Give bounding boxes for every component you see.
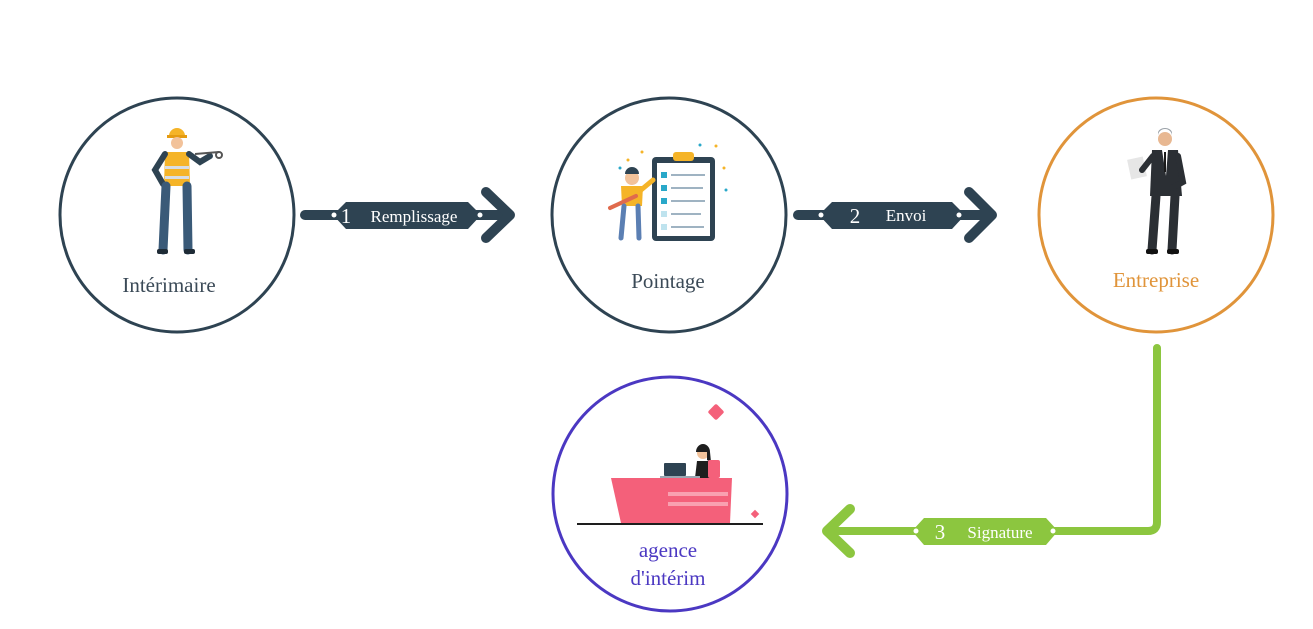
step-1-label: Remplissage [371, 207, 458, 226]
step-1-arrow-head [481, 187, 515, 243]
step-2-connector: 2 Envoi [793, 187, 997, 243]
node-entreprise: Entreprise [1037, 96, 1275, 334]
node-agence-label-line2: d'intérim [631, 566, 706, 590]
node-pointage: Pointage [550, 96, 788, 334]
clipboard-checklist-icon [608, 143, 728, 241]
step-3-arrow-head [822, 504, 855, 558]
node-agence: agence d'intérim [551, 375, 789, 613]
reception-desk-icon [577, 404, 763, 525]
node-interimaire: Intérimaire [58, 96, 296, 334]
node-pointage-label: Pointage [631, 269, 705, 293]
step-3-label: Signature [967, 523, 1032, 542]
step-3-badge [912, 518, 1058, 545]
step-3-connector: 3 Signature [822, 344, 1161, 558]
step-1-number: 1 [341, 204, 352, 228]
step-1-connector: 1 Remplissage [300, 187, 515, 243]
node-entreprise-label: Entreprise [1113, 268, 1199, 292]
node-agence-label-line1: agence [639, 538, 697, 562]
node-interimaire-circle [58, 96, 296, 334]
businessman-icon [1127, 128, 1187, 255]
step-3-number: 3 [935, 520, 946, 544]
step-2-number: 2 [850, 204, 861, 228]
step-3-arrow-line [826, 344, 1161, 535]
step-2-arrow-head [964, 187, 997, 243]
step-2-badge [819, 202, 965, 229]
worker-icon [151, 128, 223, 255]
step-2-label: Envoi [886, 206, 927, 225]
node-interimaire-label: Intérimaire [122, 273, 215, 297]
step-1-badge [333, 202, 481, 229]
